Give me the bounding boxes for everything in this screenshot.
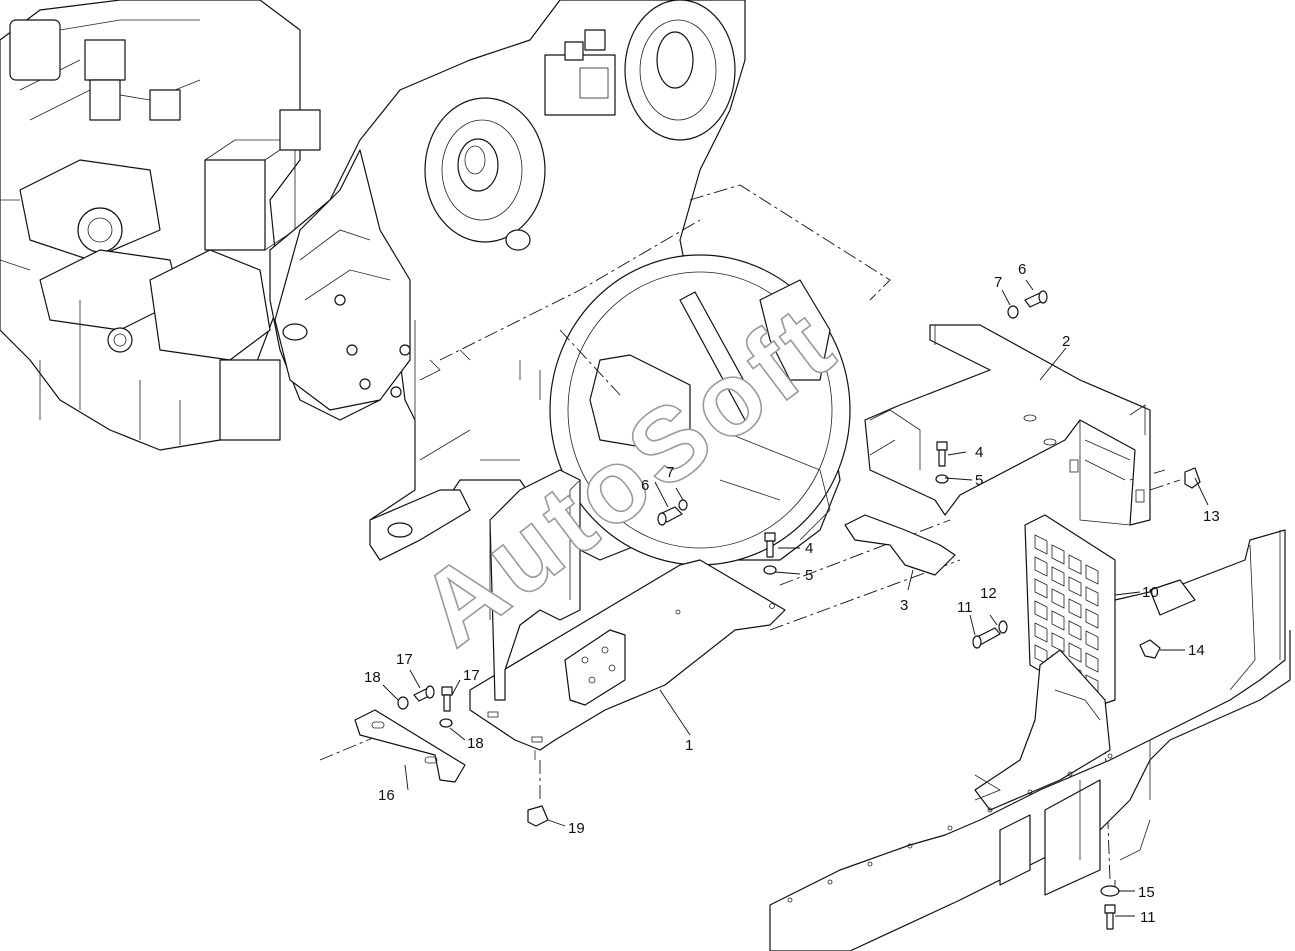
callout-4-middle: 4	[805, 540, 813, 557]
callout-13: 13	[1203, 508, 1220, 525]
gearbox-housing	[269, 0, 851, 566]
nut-19	[527, 805, 549, 827]
clip-13	[1184, 467, 1201, 489]
bolt-6-middle	[657, 506, 683, 526]
callout-18-left: 18	[364, 669, 381, 686]
callout-19: 19	[568, 820, 585, 837]
engine-assembly	[0, 0, 321, 451]
flywheel-bolts	[334, 294, 411, 398]
callout-11-lower: 11	[1140, 909, 1156, 926]
callout-6-upper: 6	[1018, 261, 1026, 278]
callout-5-middle: 5	[805, 567, 813, 584]
callout-11-upper: 11	[957, 599, 973, 616]
callout-16: 16	[378, 787, 395, 804]
grille-opening	[1085, 652, 1099, 673]
frame-assembly	[769, 529, 1291, 951]
grille-opening	[1085, 630, 1099, 651]
grille-opening	[1085, 608, 1099, 629]
grille-opening	[1034, 600, 1048, 621]
washer-5-middle	[763, 565, 777, 575]
callout-2: 2	[1062, 333, 1070, 350]
callout-5-upper: 5	[975, 472, 983, 489]
bolt-11-lower	[1104, 904, 1116, 930]
frame-hole	[1107, 753, 1113, 759]
callout-14: 14	[1188, 642, 1205, 659]
leader-lines	[382, 279, 1209, 917]
frame-hole	[827, 879, 833, 885]
frame-hole	[907, 843, 913, 849]
grille-opening	[1051, 632, 1065, 653]
grille-opening	[1034, 578, 1048, 599]
frame-hole	[987, 807, 993, 813]
frame-hole	[787, 897, 793, 903]
callout-3: 3	[900, 597, 908, 614]
washer-18-right	[439, 718, 453, 728]
callout-6-middle: 6	[641, 477, 649, 494]
callout-15: 15	[1138, 884, 1155, 901]
grille-opening	[1034, 622, 1048, 643]
bolt-11-upper	[972, 627, 1001, 649]
grille-opening	[1051, 544, 1065, 565]
callout-12: 12	[980, 585, 997, 602]
grille-opening	[1068, 554, 1082, 575]
support-plate-part-1	[469, 469, 786, 760]
grille-part-10	[1024, 514, 1116, 706]
callout-18-right: 18	[467, 735, 484, 752]
washer-12	[998, 620, 1008, 634]
washer-5-upper	[935, 474, 949, 484]
frame-hole	[1027, 789, 1033, 795]
bolt-6-upper	[1024, 290, 1048, 308]
callout-10: 10	[1142, 584, 1159, 601]
callout-7-upper: 7	[994, 274, 1002, 291]
frame-hole	[947, 825, 953, 831]
grille-opening	[1068, 598, 1082, 619]
bolt-4-upper	[936, 441, 948, 467]
callout-17-right: 17	[463, 667, 480, 684]
frame-hole	[867, 861, 873, 867]
bracket-part-16	[354, 709, 466, 783]
grille-opening	[1068, 642, 1082, 663]
clip-14	[1139, 639, 1161, 659]
bolt-17-left	[413, 685, 435, 702]
bolt-17-right	[441, 686, 453, 712]
washer-7-upper	[1007, 305, 1019, 319]
grille-opening	[1068, 620, 1082, 641]
grille-opening	[1051, 588, 1065, 609]
grille-opening	[1034, 556, 1048, 577]
frame-hole	[1067, 771, 1073, 777]
grille-opening	[1051, 610, 1065, 631]
grille-opening	[1051, 566, 1065, 587]
washer-18-left	[397, 696, 409, 710]
fasteners	[397, 290, 1201, 930]
bracket-part-2	[864, 324, 1151, 526]
bolt-4-middle	[764, 532, 776, 558]
callout-7-middle: 7	[666, 464, 674, 481]
grille-opening	[1034, 534, 1048, 555]
grille-opening	[1068, 576, 1082, 597]
callout-4-upper: 4	[975, 444, 983, 461]
grille-opening	[1085, 586, 1099, 607]
frame-holes	[787, 753, 1113, 903]
callout-labels: 1 2 3 4 4 5 5 6 6 7 7 10 11 11 12 13 14 …	[364, 261, 1220, 926]
washer-15	[1100, 885, 1120, 897]
callout-17-left: 17	[396, 651, 413, 668]
strap-part-3	[844, 514, 956, 576]
callout-1: 1	[685, 737, 693, 754]
grille-opening	[1085, 564, 1099, 585]
